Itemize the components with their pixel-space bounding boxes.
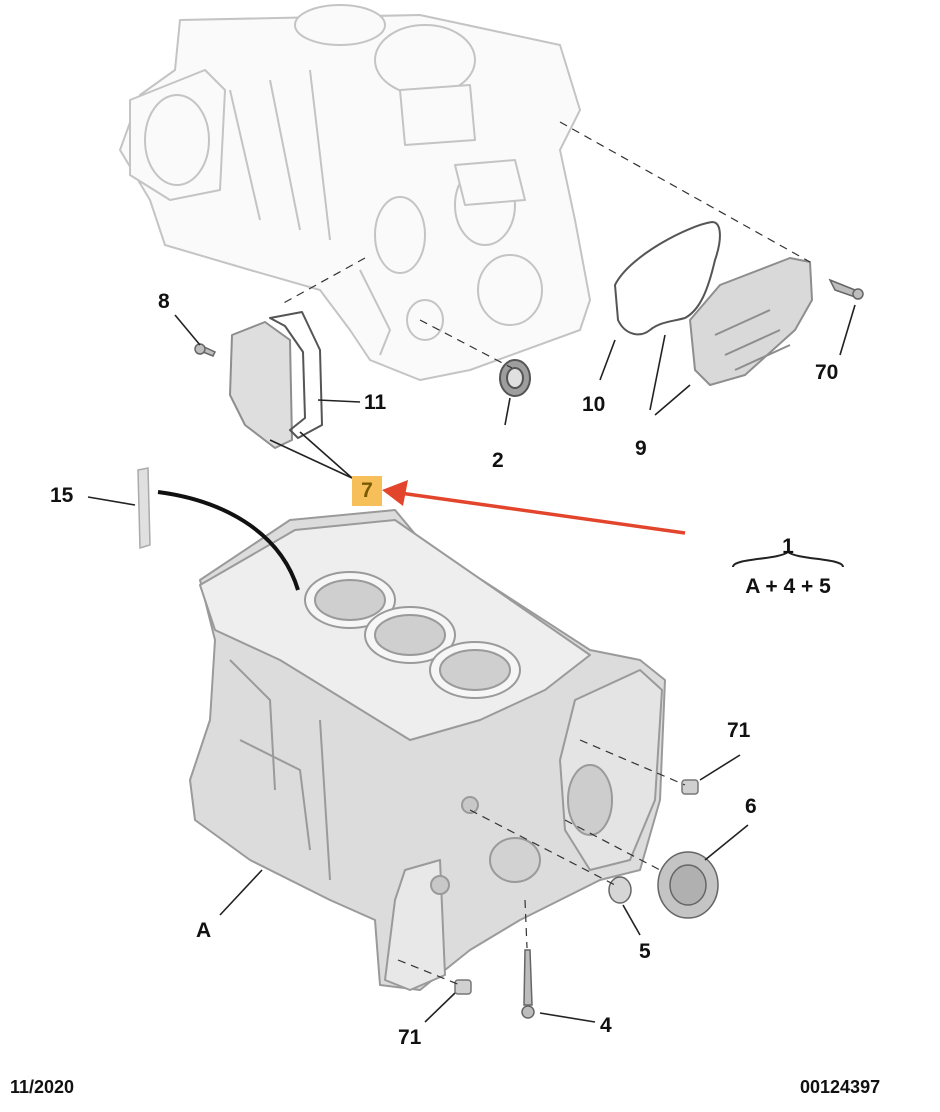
callout-4: 4 [600,1014,612,1037]
cover-plate-part [229,311,323,449]
dowels [454,779,699,995]
footer-reference: 00124397 [800,1077,881,1097]
callout-7-highlighted: 7 [352,476,382,506]
upper-block-outline [119,4,591,381]
footer-date: 11/2020 [10,1077,75,1097]
callout-10: 10 [582,393,606,416]
seal-part-2 [499,359,531,397]
lower-block [189,509,666,991]
formula-brace [732,550,844,568]
callout-71-right: 71 [727,719,751,742]
callout-11: 11 [364,391,387,414]
leader-lines [87,304,856,1023]
callout-70: 70 [815,361,839,384]
plug-part-6 [608,851,719,919]
callout-5: 5 [639,940,651,963]
callout-2: 2 [492,449,504,472]
callout-15: 15 [50,484,74,507]
callout-71-bottom: 71 [398,1026,422,1049]
dipstick-part-15 [137,467,300,591]
dashed-alignment-lines [279,121,811,986]
callout-A: A [196,919,212,942]
timing-cover-part [614,221,813,386]
callout-9: 9 [635,437,647,460]
callout-8: 8 [158,290,170,313]
red-arrow [382,480,686,535]
bolts [194,278,864,1019]
formula-top: 1 [782,535,794,558]
callout-6: 6 [745,795,757,818]
formula-bottom: A + 4 + 5 [745,575,831,598]
